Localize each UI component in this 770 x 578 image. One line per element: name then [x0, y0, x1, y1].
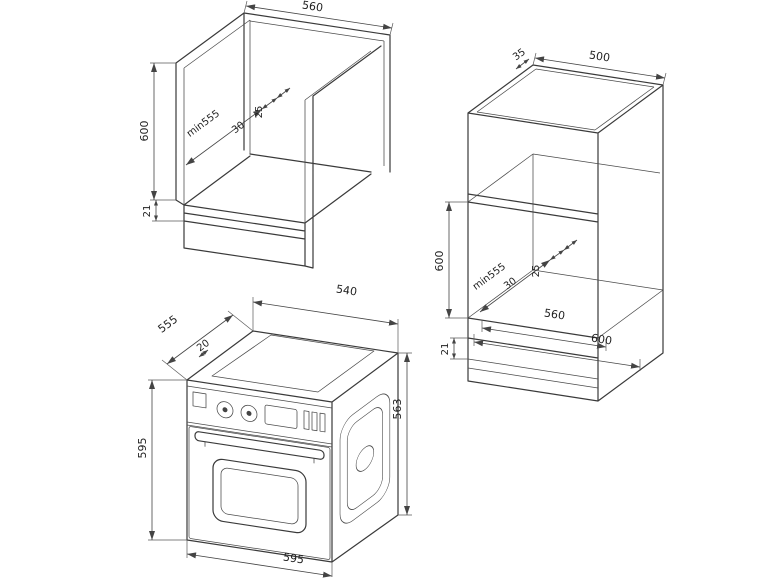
tall-niche-width-label: 560	[543, 307, 566, 323]
oven-vent-slot-2	[311, 411, 318, 432]
oven-side-fan-circle	[355, 445, 375, 472]
oven-knob-right-center	[246, 410, 252, 416]
tall-depth-dim-line	[479, 259, 551, 313]
base-offset25-label: 25	[254, 106, 265, 119]
oven-front-face	[187, 391, 332, 560]
tall-top-depth-label: 35	[511, 47, 528, 63]
oven-side-emboss-inner	[346, 407, 383, 510]
oven-logo-badge	[192, 391, 207, 409]
base-niche-width-dim-line	[245, 4, 393, 30]
oven-top-inset-lines	[186, 334, 375, 409]
base-depth-dim-line	[185, 108, 263, 166]
oven-knob-right	[240, 404, 258, 422]
tall-vent-gap-label: 21	[440, 343, 451, 356]
oven-front-height-label: 595	[136, 438, 149, 459]
oven-control-panel-lines	[187, 421, 332, 464]
tall-offset25-label: 25	[531, 265, 542, 278]
base-cabinet-panel-thickness-lines	[183, 19, 385, 223]
oven-depth-label: 555	[156, 313, 181, 336]
base-cabinet-outline	[175, 12, 391, 269]
oven-side-face	[339, 393, 391, 524]
oven-door-window-outer	[212, 458, 307, 534]
tall-niche-height-label: 600	[433, 251, 446, 272]
oven-door-window-inner	[220, 467, 299, 525]
tall-top-width-label: 500	[588, 49, 611, 65]
oven-front-width-dim-line	[186, 552, 333, 578]
tall-cabinet-interior-lines	[467, 68, 664, 389]
oven-front-width-label: 595	[282, 551, 305, 567]
base-cabinet-extension-lines	[150, 0, 394, 222]
oven-door-handle	[194, 431, 325, 460]
tall-cabinet-view: 35 500 600 min555 30 25 560 600 21	[433, 47, 667, 402]
tall-top-width-dim-line	[534, 56, 666, 80]
tall-offset30-label: 30	[502, 276, 519, 292]
tall-offset25-dim-line	[563, 239, 578, 251]
base-niche-height-label: 600	[138, 121, 151, 142]
tall-offset30-dim-line	[549, 249, 565, 261]
base-depth-min-label: min555	[185, 108, 222, 139]
oven-depth-dim-line	[166, 314, 234, 365]
tall-outer-width-dim-line	[473, 340, 641, 369]
base-vent-gap-label: 21	[142, 205, 153, 218]
tall-niche-width-dim-line	[481, 326, 607, 349]
oven-side-emboss-outer	[339, 393, 391, 524]
base-offset30-dim-line	[261, 97, 278, 110]
oven-knob-left-center	[222, 407, 228, 413]
oven-body-height-label: 563	[391, 399, 404, 420]
oven-vent-slot-1	[303, 410, 310, 430]
tall-outer-width-label: 600	[590, 332, 613, 348]
tall-cabinet-extension-lines	[445, 52, 667, 371]
oven-view: 540 555 20 595 563 595	[136, 283, 412, 578]
oven-vent-slot-3	[319, 412, 326, 433]
tall-depth-min-label: min555	[471, 261, 508, 292]
oven-frame-depth-label: 20	[195, 338, 212, 354]
tall-top-depth-dim-line	[515, 58, 530, 70]
oven-width-label: 540	[335, 283, 358, 299]
base-offset25-dim-line	[276, 87, 291, 99]
base-cabinet-view: 560 600 min555 30 25 21	[138, 0, 394, 269]
oven-knob-left	[216, 401, 234, 419]
oven-display	[264, 404, 298, 429]
base-niche-width-label: 560	[301, 0, 324, 15]
oven-width-dim-line	[252, 300, 399, 326]
oven-frame-depth-dim-line	[198, 349, 209, 358]
oven-door-frame	[188, 426, 331, 560]
